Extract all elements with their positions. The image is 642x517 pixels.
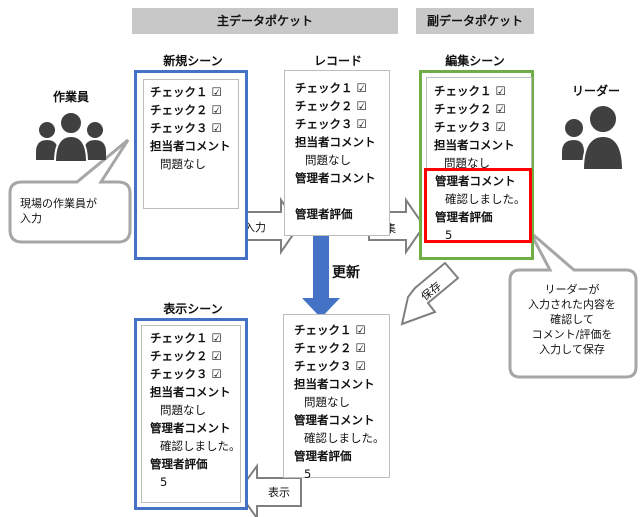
display-check-3: チェック３ ☑ bbox=[150, 367, 222, 381]
record-manager-rating-label: 管理者評価 bbox=[295, 207, 353, 221]
worker-label: 作業員 bbox=[52, 90, 89, 104]
display-manager-comment-label: 管理者コメント bbox=[150, 421, 231, 435]
display-manager-rating-label: 管理者評価 bbox=[150, 457, 208, 471]
record-manager-comment-label: 管理者コメント bbox=[295, 171, 376, 185]
record-staff-comment-value: 問題なし bbox=[305, 153, 351, 167]
record-staff-comment-label: 担当者コメント bbox=[295, 135, 376, 149]
updated-staff-comment-value: 問題なし bbox=[304, 395, 350, 409]
worker-callout-shape bbox=[8, 138, 132, 244]
staff-comment-value: 問題なし bbox=[160, 157, 206, 171]
edit-scene-card: チェック１ ☑ チェック２ ☑ チェック３ ☑ 担当者コメント 問題なし 管理者… bbox=[419, 70, 534, 260]
leader-callout-line2: 入力された内容を bbox=[528, 298, 616, 311]
updated-manager-rating-value: 5 bbox=[304, 467, 312, 481]
edit-scene-title: 編集シーン bbox=[445, 54, 505, 68]
display-check-1: チェック１ ☑ bbox=[150, 331, 222, 345]
display-staff-comment-label: 担当者コメント bbox=[150, 385, 231, 399]
worker-callout-text: 現場の作業員が 入力 bbox=[14, 196, 130, 226]
check-1: チェック１ ☑ bbox=[150, 85, 222, 99]
edit-staff-comment-value: 問題なし bbox=[444, 156, 490, 170]
leader-callout-line5: 入力して保存 bbox=[539, 343, 605, 356]
input-arrow-label: 入力 bbox=[244, 221, 266, 234]
updated-staff-comment-label: 担当者コメント bbox=[294, 377, 375, 391]
record-check-1: チェック１ ☑ bbox=[295, 81, 367, 95]
update-arrow-label: 更新 bbox=[332, 265, 360, 281]
leader-callout-line4: コメント/評価を bbox=[531, 328, 613, 341]
edit-staff-comment-label: 担当者コメント bbox=[434, 138, 515, 152]
record-check-3: チェック３ ☑ bbox=[295, 117, 367, 131]
edit-check-1: チェック１ ☑ bbox=[434, 84, 506, 98]
record-card: チェック１ ☑ チェック２ ☑ チェック３ ☑ 担当者コメント 問題なし 管理者… bbox=[284, 70, 390, 236]
updated-manager-comment-label: 管理者コメント bbox=[294, 413, 375, 427]
updated-record-card: チェック１ ☑ チェック２ ☑ チェック３ ☑ 担当者コメント 問題なし 管理者… bbox=[283, 314, 390, 481]
updated-check-1: チェック１ ☑ bbox=[294, 323, 366, 337]
display-manager-comment-value: 確認しました。 bbox=[160, 439, 241, 453]
updated-manager-comment-value: 確認しました。 bbox=[304, 431, 385, 445]
display-scene-card: チェック１ ☑ チェック２ ☑ チェック３ ☑ 担当者コメント 問題なし 管理者… bbox=[134, 318, 248, 510]
edit-manager-comment-value: 確認しました。 bbox=[445, 192, 526, 206]
worker-callout-line2: 入力 bbox=[20, 212, 42, 225]
update-arrow bbox=[302, 236, 340, 318]
display-check-2: チェック２ ☑ bbox=[150, 349, 222, 363]
new-scene-title: 新規シーン bbox=[163, 54, 223, 68]
display-scene-title: 表示シーン bbox=[163, 302, 223, 316]
primary-pocket-header: 主データポケット bbox=[132, 8, 398, 34]
edit-check-2: チェック２ ☑ bbox=[434, 102, 506, 116]
check-3: チェック３ ☑ bbox=[150, 121, 222, 135]
display-staff-comment-value: 問題なし bbox=[160, 403, 206, 417]
worker-callout-line1: 現場の作業員が bbox=[20, 197, 97, 210]
display-manager-rating-value: 5 bbox=[160, 475, 168, 489]
secondary-pocket-header: 副データポケット bbox=[416, 8, 534, 34]
leader-input-area: 管理者コメント 確認しました。 管理者評価 5 bbox=[424, 168, 532, 243]
edit-manager-rating-value: 5 bbox=[445, 228, 453, 242]
edit-check-3: チェック３ ☑ bbox=[434, 120, 506, 134]
check-2: チェック２ ☑ bbox=[150, 103, 222, 117]
edit-manager-comment-label: 管理者コメント bbox=[435, 174, 516, 188]
display-arrow-label: 表示 bbox=[268, 486, 290, 499]
worker-person-icon bbox=[36, 111, 106, 163]
leader-callout-line3: 確認して bbox=[550, 313, 594, 326]
edit-manager-rating-label: 管理者評価 bbox=[435, 210, 493, 224]
leader-label: リーダー bbox=[571, 84, 620, 98]
record-title: レコード bbox=[313, 54, 362, 68]
updated-check-2: チェック２ ☑ bbox=[294, 341, 366, 355]
leader-callout-shape bbox=[508, 230, 638, 379]
save-arrow bbox=[400, 261, 460, 326]
leader-callout-line1: リーダーが bbox=[544, 283, 600, 296]
leader-person-icon bbox=[562, 104, 625, 171]
leader-callout-text: リーダーが 入力された内容を 確認して コメント/評価を 入力して保存 bbox=[512, 282, 632, 357]
record-check-2: チェック２ ☑ bbox=[295, 99, 367, 113]
updated-manager-rating-label: 管理者評価 bbox=[294, 449, 352, 463]
updated-check-3: チェック３ ☑ bbox=[294, 359, 366, 373]
staff-comment-label: 担当者コメント bbox=[150, 139, 231, 153]
new-scene-card: チェック１ ☑ チェック２ ☑ チェック３ ☑ 担当者コメント 問題なし bbox=[134, 70, 248, 260]
